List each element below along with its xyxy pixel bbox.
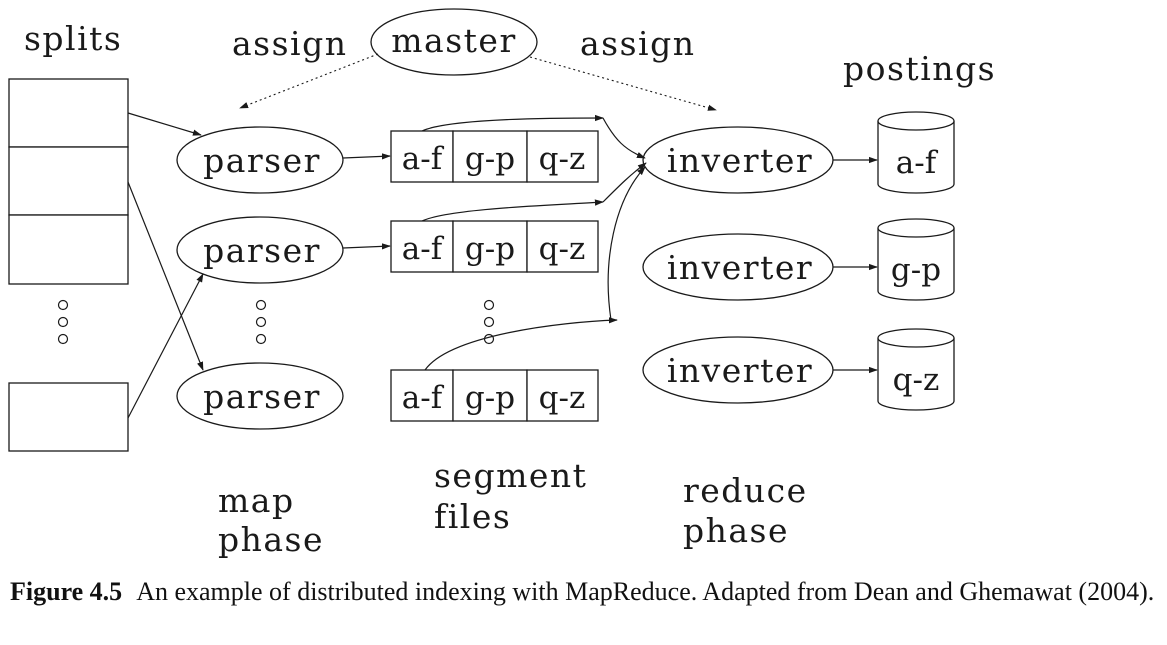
master-label: master [391, 21, 516, 60]
svg-text:phase: phase [683, 511, 789, 550]
segment-cell: q-z [539, 231, 586, 267]
postings-cylinder: a-f [877, 111, 955, 194]
segment-cell: q-z [539, 380, 586, 416]
split-box [8, 382, 129, 452]
mapreduce-indexing-diagram: splits assign assign postings master par… [8, 8, 996, 559]
segment-cell: q-z [539, 141, 586, 177]
svg-text:segment: segment [434, 456, 587, 495]
parser-ellipsis [255, 299, 267, 345]
segment-to-inverter-arrow [421, 114, 604, 132]
assign-arrow-right [529, 56, 717, 111]
segment-cell: g-p [465, 141, 515, 177]
inverter-node: inverter [642, 126, 834, 194]
split-box [8, 214, 129, 285]
parser-to-segment-arrow [342, 153, 391, 160]
parser-node: parser [176, 126, 344, 194]
segment-cell: a-f [402, 380, 445, 416]
split-box [8, 78, 129, 148]
splits-label: splits [24, 19, 122, 58]
inverter-label: inverter [667, 351, 813, 390]
postings-range: g-p [891, 252, 941, 288]
split-to-parser-arrow [127, 181, 204, 371]
svg-text:reduce: reduce [683, 471, 808, 510]
inverter-label: inverter [667, 141, 813, 180]
postings-label: postings [843, 49, 996, 88]
segment-cell: g-p [465, 231, 515, 267]
parser-label: parser [203, 141, 321, 180]
figure-number: Figure 4.5 [10, 577, 123, 606]
split-to-parser-arrow [127, 273, 204, 419]
svg-text:map: map [218, 481, 295, 520]
split-box [8, 146, 129, 216]
segment-file-row: a-f g-p q-z [390, 220, 599, 273]
svg-text:files: files [434, 497, 511, 536]
assign-right-label: assign [580, 24, 695, 63]
segment-to-inverter-arrow [602, 117, 646, 159]
splits-stack [8, 78, 129, 452]
svg-text:phase: phase [218, 520, 324, 559]
segment-files-label: segment files [434, 456, 587, 536]
figure-caption: Figure 4.5 An example of distributed inde… [10, 575, 1160, 608]
segment-ellipsis [483, 299, 495, 345]
parser-label: parser [203, 231, 321, 270]
caption-text: An example of distributed indexing with … [136, 577, 1155, 606]
parser-label: parser [203, 377, 321, 416]
parser-node: parser [176, 362, 344, 430]
map-phase-label: map phase [218, 481, 324, 559]
segment-file-row: a-f g-p q-z [390, 130, 599, 183]
segment-to-inverter-arrow [602, 162, 647, 203]
postings-range: a-f [896, 145, 939, 181]
split-to-parser-arrow [127, 112, 202, 136]
master-node: master [370, 8, 538, 76]
postings-cylinder: g-p [877, 218, 955, 301]
segment-to-inverter-arrow [421, 199, 604, 222]
parser-to-segment-arrow [342, 243, 391, 250]
segment-cell: a-f [402, 231, 445, 267]
inverter-node: inverter [642, 336, 834, 404]
inverter-node: inverter [642, 233, 834, 301]
segment-cell: a-f [402, 141, 445, 177]
splits-ellipsis [57, 299, 69, 345]
segment-to-inverter-arrow [424, 317, 618, 371]
segment-cell: g-p [465, 380, 515, 416]
segment-file-row: a-f g-p q-z [390, 369, 599, 422]
segment-to-inverter-arrow [607, 166, 646, 321]
postings-cylinder: q-z [877, 328, 955, 411]
assign-left-label: assign [232, 24, 347, 63]
reduce-phase-label: reduce phase [683, 471, 808, 550]
parser-node: parser [176, 216, 344, 284]
postings-range: q-z [893, 362, 940, 398]
inverter-label: inverter [667, 248, 813, 287]
